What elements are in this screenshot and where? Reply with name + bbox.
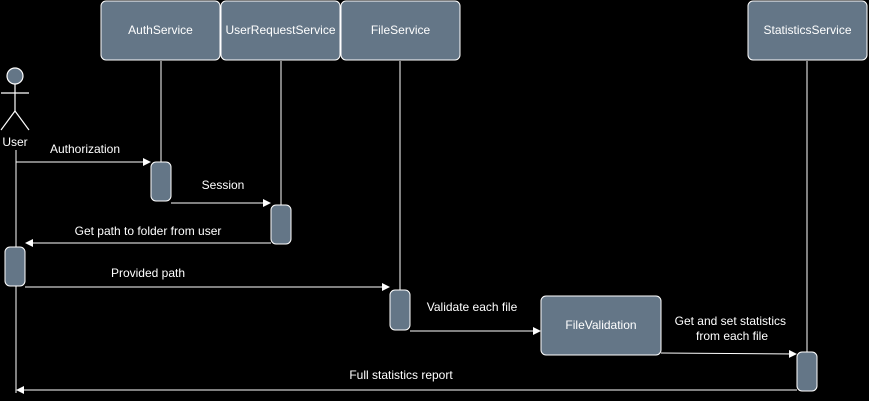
message-label-get-path: Get path to folder from user: [75, 224, 222, 238]
participant-stats: StatisticsService: [747, 0, 868, 61]
activation-auth: [150, 161, 172, 202]
message-label-statistics: Get and set statistics from each file: [675, 314, 790, 343]
participant-validation: FileValidation: [540, 295, 662, 356]
message-label-statistics-line2: from each file: [696, 329, 768, 343]
message-label-validate: Validate each file: [427, 300, 518, 314]
participant-auth-label: AuthService: [128, 23, 193, 37]
message-arrow-statistics: [660, 349, 797, 358]
message-label-provided-path: Provided path: [111, 266, 185, 280]
participant-file-label: FileService: [371, 23, 431, 37]
participant-stats-label: StatisticsService: [763, 23, 851, 37]
message-label-session: Session: [202, 178, 245, 192]
activation-file: [389, 289, 411, 331]
stick-figure-icon: [0, 67, 30, 131]
participant-validation-label: FileValidation: [565, 318, 636, 332]
actor-label: User: [2, 135, 27, 149]
participant-userreq: UserRequestService: [220, 0, 341, 61]
message-label-statistics-line1: Get and set statistics: [675, 314, 786, 328]
participant-userreq-label: UserRequestService: [225, 23, 335, 37]
activation-user: [4, 246, 26, 287]
activation-userreq: [270, 204, 292, 245]
participant-file: FileService: [340, 0, 461, 61]
message-label-full-report: Full statistics report: [349, 368, 453, 382]
message-label-authorization: Authorization: [50, 142, 120, 156]
participant-auth: AuthService: [100, 0, 221, 61]
activation-stats: [796, 351, 818, 392]
